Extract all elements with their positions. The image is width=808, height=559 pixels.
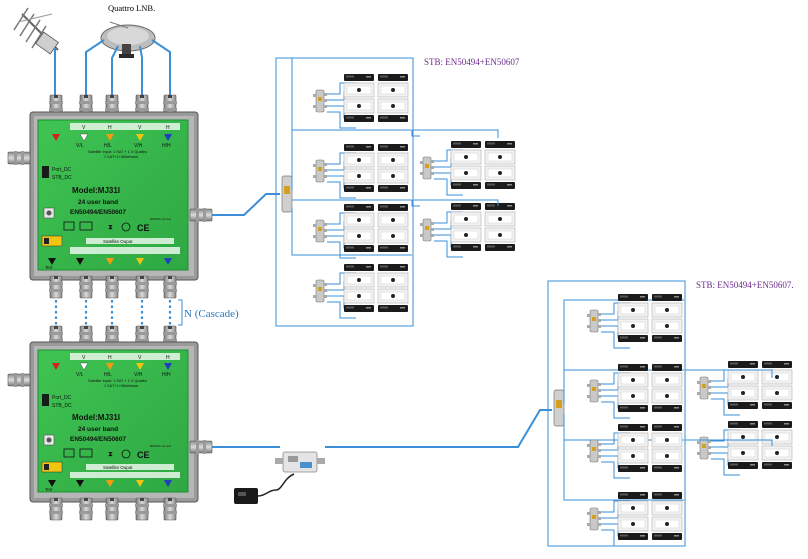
svg-text:CE: CE xyxy=(137,450,150,460)
svg-text:CE: CE xyxy=(137,223,150,233)
input-port-hh: H/H xyxy=(162,372,171,378)
input-port-vh: V/H xyxy=(134,372,143,378)
lower-distribution xyxy=(212,280,792,547)
input-subtitle: 1 SAT+1+Wideband xyxy=(104,155,138,159)
splitter-icon xyxy=(281,175,293,213)
input-letter-3: V xyxy=(138,355,142,361)
input-port-vl: V/L xyxy=(76,143,84,149)
cascade-links xyxy=(54,300,172,325)
input-title: Satellite Input: 1 SAT + 1 X Quattro xyxy=(88,150,147,154)
splitter-icon xyxy=(553,389,565,427)
input-letter-3: V xyxy=(138,125,142,131)
terrestrial-antenna-icon xyxy=(13,7,59,55)
input-port-vl: V/L xyxy=(76,372,84,378)
input-port-hl: H/L xyxy=(104,143,112,149)
cascade-label: N (Cascade) xyxy=(184,308,239,320)
antenna-cables xyxy=(54,39,171,97)
stb-label-upper: STB: EN50494+EN50607 xyxy=(424,57,520,67)
input-letter-2: H xyxy=(108,355,112,361)
input-subtitle: 1 SAT+1+Wideband xyxy=(104,384,138,388)
model-label: Model:MJ31I xyxy=(72,413,120,422)
multiswitch-top: V H V H V/L H/L V/H H/H Satellite Input:… xyxy=(7,94,213,299)
input-letter-1: V xyxy=(82,125,86,131)
stb-dc-label: STB_DC xyxy=(52,403,72,409)
model-label: Model:MJ31I xyxy=(72,186,120,195)
input-letter-1: V xyxy=(82,355,86,361)
satellite-dish-icon xyxy=(100,21,156,58)
input-port-hh: H/H xyxy=(162,143,171,149)
input-port-hl: H/L xyxy=(104,372,112,378)
stb-dc-label: STB_DC xyxy=(52,175,72,181)
input-letter-4: H xyxy=(166,125,170,131)
user-band-label: 24 user band xyxy=(78,199,118,206)
multiswitch-bottom: V H V H V/L H/L V/H H/H Satellite Input:… xyxy=(7,325,213,521)
svg-text:⧗: ⧗ xyxy=(108,224,113,231)
terr-label: Terr xyxy=(45,487,53,492)
input-port-vh: V/H xyxy=(134,143,143,149)
output-title: Satellite Ouput xyxy=(103,465,133,470)
lnb-label: Quattro LNB. xyxy=(108,3,155,13)
input-title: Satellite Input: 1 SAT + 1 X Quattro xyxy=(88,379,147,383)
switch-board xyxy=(37,119,189,271)
upper-distribution xyxy=(212,57,515,327)
svg-text:⧗: ⧗ xyxy=(108,451,113,458)
output-title: Satellite Ouput xyxy=(103,239,133,244)
standard-label: EN50494/EN50607 xyxy=(70,436,126,443)
port-dc-label: Port_DC xyxy=(52,167,72,173)
cascade-bracket xyxy=(178,299,183,326)
terr-label: Terr xyxy=(45,265,53,270)
serial-label: #F2641+mt tool xyxy=(150,444,171,448)
power-adapter-icon xyxy=(234,473,295,504)
stb-label-lower: STB: EN50494+EN50607. xyxy=(696,280,794,290)
port-dc-label: Port_DC xyxy=(52,395,72,401)
input-letter-4: H xyxy=(166,355,170,361)
input-letter-2: H xyxy=(108,125,112,131)
user-band-label: 24 user band xyxy=(78,426,118,433)
standard-label: EN50494/EN50607 xyxy=(70,209,126,216)
splitter-icon xyxy=(275,451,325,473)
serial-label: #F2641+mt tool xyxy=(150,217,171,221)
